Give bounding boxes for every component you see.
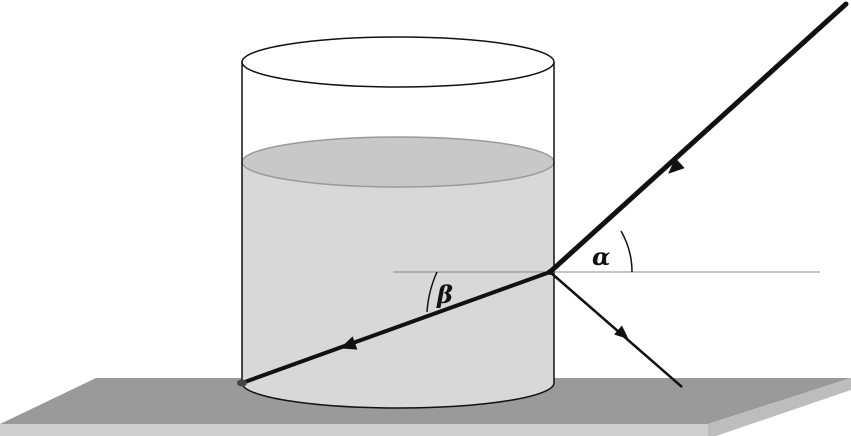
beta-arc	[426, 271, 438, 313]
liquid-surface	[241, 136, 555, 188]
glass	[241, 36, 555, 409]
alpha-arc	[620, 230, 633, 273]
table-front-edge	[0, 424, 708, 436]
exit-point	[237, 379, 247, 387]
alpha-label: α	[592, 242, 610, 271]
incidence-point	[547, 269, 553, 275]
reflected-arrow-icon	[614, 325, 629, 340]
incident-arrow-icon	[668, 157, 685, 174]
reflected-ray	[549, 271, 683, 388]
glass-rim	[241, 36, 555, 88]
liquid-body	[242, 162, 554, 408]
table-right-edge	[708, 378, 851, 436]
refracted-ray	[240, 270, 552, 385]
beta-label: β	[436, 280, 453, 309]
refracted-arrow-icon	[339, 336, 358, 350]
glass-base-arc	[241, 382, 555, 409]
incident-ray	[547, 1, 849, 275]
